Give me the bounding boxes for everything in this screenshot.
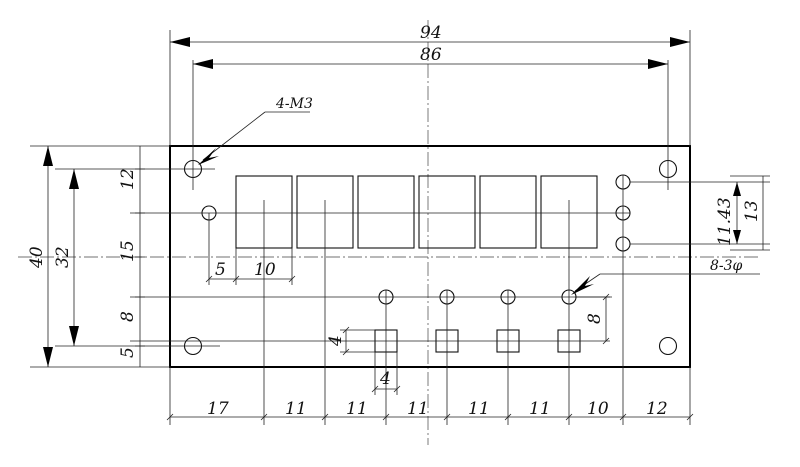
dimension-button-pitch: 8 bbox=[585, 293, 610, 345]
dimension-square-width: 4 bbox=[371, 369, 401, 393]
dim-left-8: 8 bbox=[118, 311, 138, 322]
dimension-94: 94 bbox=[170, 23, 690, 47]
dim-left-12: 12 bbox=[118, 168, 138, 190]
dimension-11-43: 11.43 bbox=[715, 182, 741, 246]
indicator-holes bbox=[201, 174, 631, 305]
mount-hole bbox=[658, 336, 678, 356]
dim-square-width: 4 bbox=[379, 369, 391, 389]
digit-window bbox=[418, 175, 476, 249]
digit-window bbox=[357, 175, 415, 249]
bottom-dim: 11 bbox=[529, 399, 551, 419]
bottom-dim: 11 bbox=[285, 399, 307, 419]
dim-5: 5 bbox=[215, 260, 226, 280]
dim-hole-span-width: 86 bbox=[420, 45, 442, 65]
dim-overall-width: 94 bbox=[420, 23, 442, 43]
dim-led-span: 13 bbox=[742, 200, 762, 222]
digit-windows bbox=[235, 175, 598, 249]
bottom-dim: 11 bbox=[407, 399, 429, 419]
label-mount-holes: 4-M3 bbox=[275, 96, 313, 112]
digit-window bbox=[479, 175, 537, 249]
dim-square-height: 4 bbox=[326, 335, 346, 347]
dim-left-15: 15 bbox=[118, 240, 138, 262]
bottom-dim: 11 bbox=[346, 399, 368, 419]
leader-8-3phi: 8-3φ bbox=[571, 258, 760, 295]
bottom-dim: 12 bbox=[646, 399, 668, 419]
dim-10: 10 bbox=[254, 260, 276, 280]
bottom-dim: 10 bbox=[587, 399, 609, 419]
dim-left-5: 5 bbox=[118, 347, 138, 358]
dimension-86: 86 bbox=[193, 45, 668, 69]
extension-lines bbox=[30, 30, 770, 425]
bottom-dim: 17 bbox=[207, 399, 229, 419]
dimension-13: 13 bbox=[730, 175, 770, 251]
dimension-left-stack: 12 15 8 5 bbox=[118, 146, 145, 367]
dim-led-pitch: 11.43 bbox=[715, 197, 735, 246]
label-indicator-holes: 8-3φ bbox=[710, 258, 743, 274]
dimension-40: 40 bbox=[27, 146, 53, 367]
bottom-chain-dimension: 17 11 11 11 11 11 10 12 bbox=[166, 399, 694, 421]
bottom-dim: 11 bbox=[468, 399, 490, 419]
dim-hole-span-height: 32 bbox=[53, 246, 73, 268]
mount-holes bbox=[183, 159, 678, 356]
board-outline bbox=[169, 145, 691, 368]
leader-4-m3: 4-M3 bbox=[198, 96, 313, 165]
dim-button-pitch: 8 bbox=[585, 313, 605, 324]
dimension-square-height: 4 bbox=[326, 326, 350, 356]
dim-overall-height: 40 bbox=[27, 246, 47, 269]
dimension-32: 32 bbox=[53, 169, 79, 346]
dimension-5-10: 5 10 bbox=[205, 260, 296, 283]
